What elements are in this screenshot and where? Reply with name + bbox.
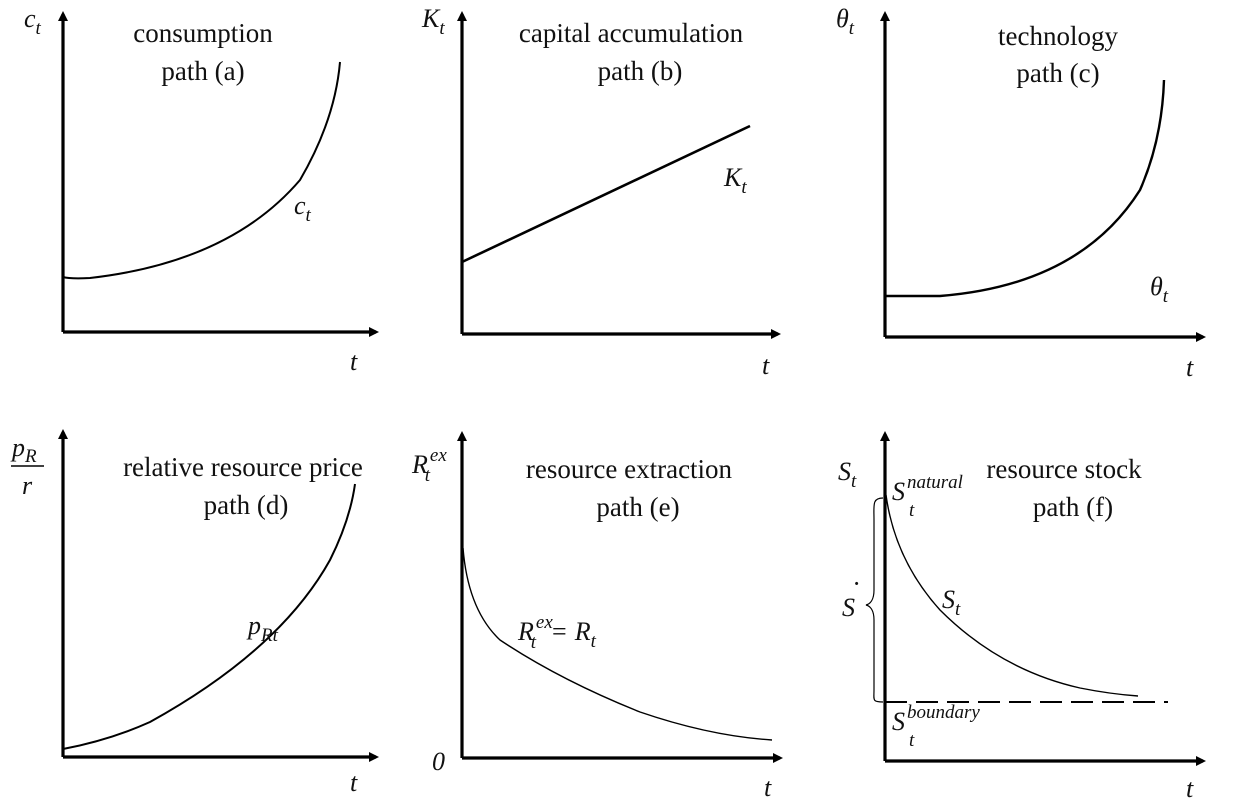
panel-e-x-axis-label: t: [764, 773, 772, 800]
panel-d-title-line2: path (d): [204, 490, 289, 520]
panel-c-curve-label: θt: [1150, 272, 1169, 307]
panel-b-capital-curve: [461, 124, 751, 264]
panel-f-curve-label: St: [942, 585, 961, 620]
panel-f-x-axis-label: t: [1186, 774, 1194, 800]
panel-c-x-axis-label: t: [1186, 353, 1194, 382]
panel-a-title-line1: consumption: [133, 18, 273, 48]
panel-c-y-axis-label: θt: [836, 4, 855, 39]
panel-d-x-axis-label: t: [350, 768, 358, 797]
panel-f-title-line2: path (f): [1033, 492, 1113, 522]
panel-a-consumption: ct t consumption path (a) ct: [24, 4, 379, 376]
panel-e-origin-label: 0: [432, 747, 445, 776]
panel-b-curve-label: Kt: [723, 163, 747, 198]
panel-f-brace-label: S: [842, 593, 855, 622]
panel-c-title-line2: path (c): [1016, 58, 1099, 88]
panel-b-capital: Kt t capital accumulation path (b) Kt: [421, 4, 781, 380]
panel-b-title-line1: capital accumulation: [519, 18, 744, 48]
panel-d-title-line1: relative resource price: [123, 452, 363, 482]
panel-a-consumption-curve: [62, 61, 341, 280]
panel-f-natural-sub: t: [909, 500, 915, 521]
panel-f-brace: [865, 497, 884, 703]
panel-d-curve-label: pRt: [246, 611, 279, 646]
panel-d-price: pR r t relative resource price path (d) …: [10, 429, 379, 797]
panel-d-price-curve: [62, 483, 356, 750]
svg-text:pR: pR: [10, 433, 37, 467]
panel-a-curve-label: ct: [294, 191, 312, 226]
panel-a-x-axis-label: t: [350, 347, 358, 376]
panel-e-title-line1: resource extraction: [526, 454, 733, 484]
panel-c-technology-curve: [885, 79, 1166, 298]
panel-f-title-line1: resource stock: [986, 454, 1142, 484]
panel-f-stock-curve: [885, 494, 1139, 697]
panel-d-y-axis-label: pR r: [10, 433, 44, 500]
panel-c-technology: θt t technology path (c) θt: [836, 4, 1206, 382]
panel-a-title-line2: path (a): [161, 56, 244, 86]
panel-b-y-axis-label: Kt: [421, 4, 445, 39]
panel-b-x-axis-label: t: [762, 351, 770, 380]
panel-f-boundary-sub: t: [909, 730, 915, 751]
svg-text:r: r: [22, 471, 33, 500]
panel-b-title-line2: path (b): [598, 56, 683, 86]
panel-e-title-line2: path (e): [596, 492, 679, 522]
panel-e-extraction-curve: [462, 547, 773, 741]
panel-f-brace-accent: ·: [853, 569, 860, 598]
panel-c-title-line1: technology: [998, 21, 1118, 51]
panel-a-y-axis-label: ct: [24, 4, 42, 39]
panel-f-y-axis-label: St: [838, 457, 857, 492]
